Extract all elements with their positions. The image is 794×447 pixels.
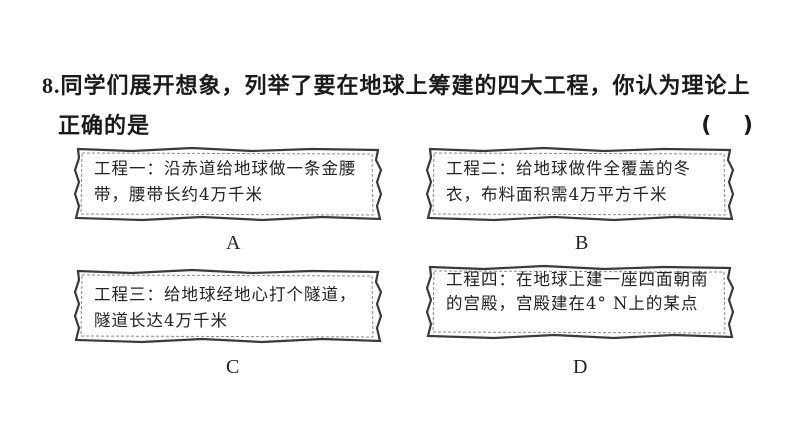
answer-blank[interactable]: ( ) [701,113,754,138]
question-stem: 8.同学们展开想象，列举了要在地球上筹建的四大工程，你认为理论上 正确的是 ( … [42,66,762,147]
option-card-a[interactable]: 工程一：沿赤道给地球做一条金腰带，腰带长约4万千米 [72,146,384,222]
option-text: 工程一：沿赤道给地球做一条金腰带，腰带长约4万千米 [94,159,357,204]
scroll-frame-icon [425,264,735,340]
scroll-frame-icon [73,268,383,344]
option-card-b[interactable]: 工程二：给地球做件全覆盖的冬衣，布料面积需4万平方千米 [424,146,736,222]
option-card-d[interactable]: 工程四：在地球上建一座四面朝南的宫殿，宫殿建在4° N上的某点 [424,264,736,340]
question-text-line1: 同学们展开想象，列举了要在地球上筹建的四大工程，你认为理论上 [60,74,751,99]
option-letter-d: D [573,356,588,378]
option-letter-b: B [575,232,589,254]
option-text: 工程二：给地球做件全覆盖的冬衣，布料面积需4万平方千米 [446,159,691,204]
option-letter-a: A [226,232,241,254]
option-text: 工程四：在地球上建一座四面朝南的宫殿，宫殿建在4° N上的某点 [446,270,709,313]
question-number: 8. [42,73,61,98]
option-card-c[interactable]: 工程三：给地球经地心打个隧道，隧道长达4万千米 [72,268,384,344]
option-letter-c: C [226,356,240,378]
question-text-line2: 正确的是 [58,114,151,139]
option-text: 工程三：给地球经地心打个隧道，隧道长达4万千米 [94,285,357,330]
scroll-frame-icon [73,146,383,222]
scroll-frame-icon [425,146,735,222]
